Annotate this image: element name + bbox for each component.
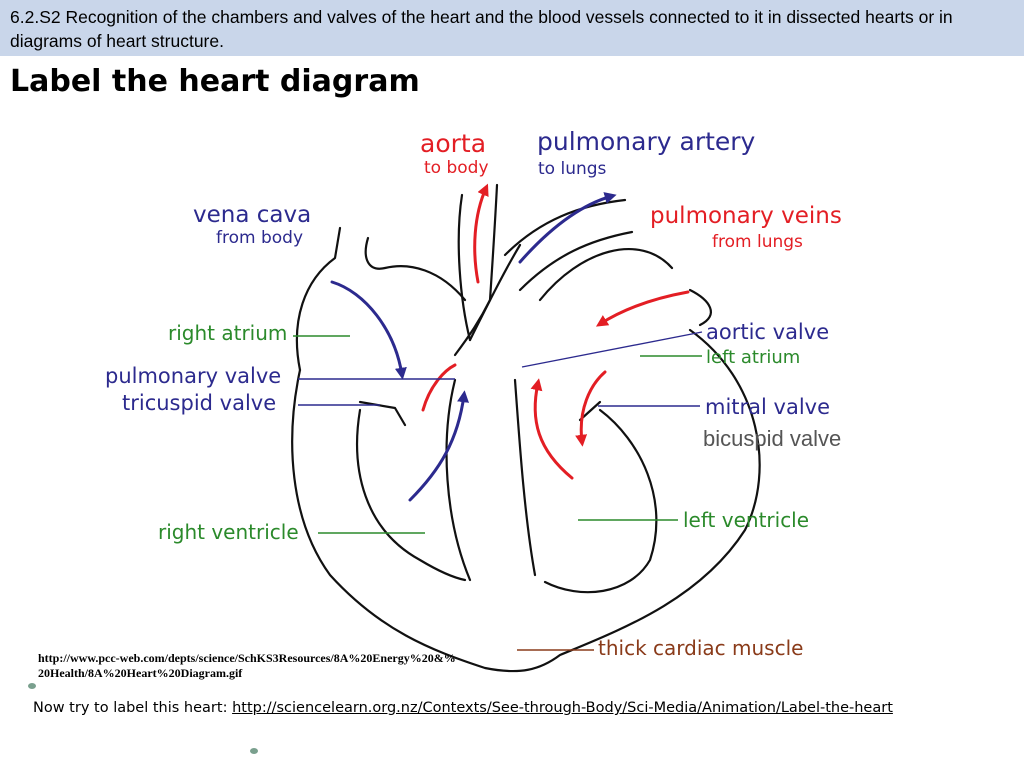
label-vena-cava: vena cava: [193, 202, 311, 228]
leader-aortic-valve: [521, 331, 703, 368]
label-right-ventricle: right ventricle: [158, 520, 299, 544]
left-ventricle-inner-wall: [543, 408, 658, 594]
footer-link[interactable]: http://sciencelearn.org.nz/Contexts/See-…: [232, 700, 893, 716]
arrow-left-ventricle-red: [530, 378, 574, 480]
label-aorta: aorta: [420, 129, 486, 158]
vena-cava-right-wall: [364, 236, 467, 302]
septum-left: [445, 378, 472, 582]
aorta-right-wall: [488, 183, 499, 302]
pulmonary-artery-lower-wall: [518, 230, 634, 292]
label-left-ventricle: left ventricle: [683, 508, 809, 532]
great-vessel-cross-right: [453, 298, 492, 357]
label-aortic-valve: aortic valve: [706, 320, 829, 344]
right-ventricle-inner-wall: [356, 408, 467, 582]
arrow-vena-cava-blue: [330, 280, 407, 380]
label-to-lungs: to lungs: [538, 159, 607, 179]
pulmonary-veins-lower-wall: [688, 288, 712, 327]
arrow-pulmonary-veins-red: [595, 290, 690, 327]
vena-cava-left-wall: [295, 226, 342, 372]
label-pulmonary-veins: pulmonary veins: [650, 203, 842, 229]
label-bicuspid-valve: bicuspid valve: [703, 426, 841, 451]
septum-right: [513, 378, 537, 577]
arrow-right-ventricle-blue: [408, 390, 469, 502]
label-pulmonary-artery: pulmonary artery: [537, 127, 756, 156]
header-text: 6.2.S2 Recognition of the chambers and v…: [10, 7, 953, 51]
footer-box: [27, 690, 932, 746]
slide-title: Label the heart diagram: [10, 64, 420, 99]
heart-outer-wall: [291, 328, 761, 673]
aorta-left-wall: [457, 193, 472, 342]
bullet-icon: [250, 748, 258, 754]
label-from-lungs: from lungs: [712, 232, 803, 252]
footer-prefix: Now try to label this heart:: [33, 700, 233, 716]
footer-text: Now try to label this heart: http://scie…: [33, 697, 933, 719]
label-to-body: to body: [424, 158, 489, 178]
label-right-atrium: right atrium: [168, 321, 287, 345]
arrow-aorta-red: [473, 183, 489, 284]
label-thick-cardiac-muscle: thick cardiac muscle: [598, 636, 803, 660]
source-url: http://www.pcc-web.com/depts/science/Sch…: [38, 651, 456, 680]
arrow-mitral-red: [575, 370, 607, 447]
label-mitral-valve: mitral valve: [705, 395, 830, 419]
label-left-atrium: left atrium: [706, 347, 800, 368]
label-tricuspid-valve: tricuspid valve: [122, 391, 276, 415]
arrow-pulmonary-artery-blue: [518, 192, 617, 264]
pulmonary-artery-upper-wall: [503, 198, 627, 257]
label-from-body: from body: [216, 228, 303, 248]
tricuspid-valve-flap: [358, 400, 407, 427]
bullet-icon: [28, 683, 36, 689]
label-pulmonary-valve: pulmonary valve: [105, 364, 281, 388]
header-bar: 6.2.S2 Recognition of the chambers and v…: [0, 0, 1024, 56]
great-vessel-cross-left: [468, 243, 522, 342]
arrow-aortic-valve-red: [421, 363, 457, 412]
pulmonary-veins-upper-wall: [538, 247, 674, 302]
